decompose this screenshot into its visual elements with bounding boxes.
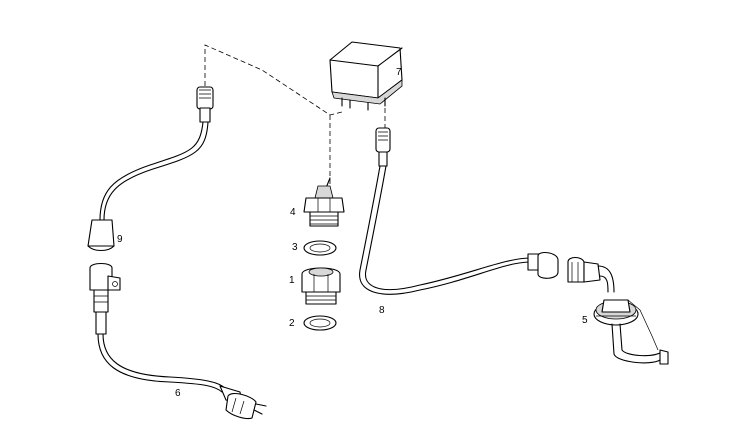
dashed-connector-lines <box>204 44 386 190</box>
adapter-fitting-part-1 <box>301 267 341 305</box>
junction-box-part-7 <box>329 41 403 111</box>
callout-7: 7 <box>396 67 402 78</box>
callout-9: 9 <box>117 234 123 245</box>
wire-harness-part-6 <box>89 262 267 420</box>
part-callouts: 1 2 3 4 5 6 7 8 9 <box>117 67 588 399</box>
callout-8: 8 <box>379 305 385 316</box>
callout-1: 1 <box>289 275 295 286</box>
wire-harness-part-8 <box>359 127 559 295</box>
sender-unit-part-5 <box>567 256 669 365</box>
washer-part-2 <box>303 315 337 331</box>
callout-4: 4 <box>290 207 296 218</box>
callout-2: 2 <box>289 318 295 329</box>
sensor-part-4 <box>303 177 345 227</box>
callout-3: 3 <box>292 242 298 253</box>
callout-6: 6 <box>175 388 181 399</box>
wire-harness-part-9 <box>87 86 214 252</box>
washer-part-3 <box>303 240 337 256</box>
callout-5: 5 <box>582 315 588 326</box>
